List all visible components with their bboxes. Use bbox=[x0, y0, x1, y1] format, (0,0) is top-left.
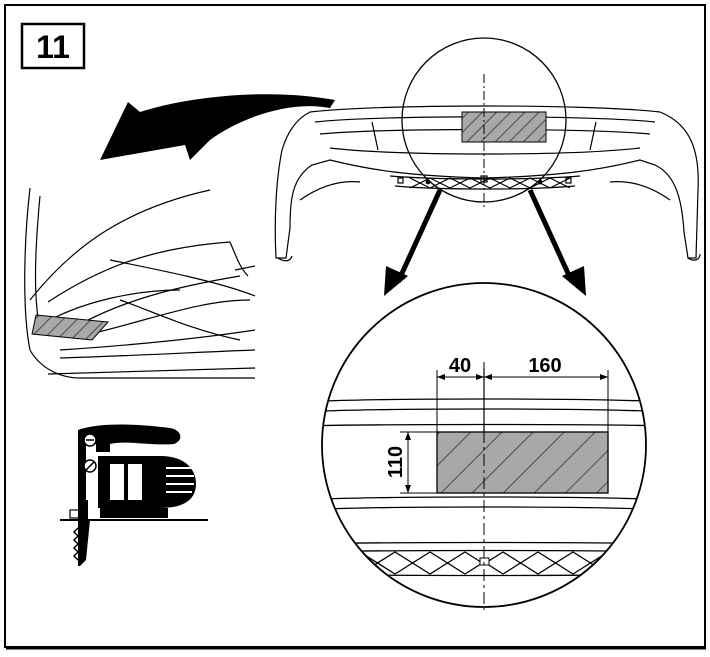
dimension-40: 40 bbox=[449, 355, 471, 377]
step-number-box: 11 bbox=[20, 22, 86, 70]
jigsaw-tool-icon bbox=[60, 424, 208, 566]
zoom-arrows bbox=[384, 188, 586, 296]
dimension-160: 160 bbox=[528, 355, 561, 377]
rear-bumper-drawing bbox=[274, 105, 701, 262]
cutout-area-car bbox=[31, 314, 110, 341]
car-side-view-drawing bbox=[24, 187, 256, 379]
cutout-area-large bbox=[436, 431, 609, 494]
dimension-height bbox=[400, 431, 437, 494]
dimension-width bbox=[436, 370, 609, 432]
dimension-110: 110 bbox=[385, 446, 407, 478]
step-number: 11 bbox=[36, 29, 70, 65]
cutout-area-small bbox=[461, 111, 547, 143]
curved-arrow-icon bbox=[100, 94, 335, 160]
